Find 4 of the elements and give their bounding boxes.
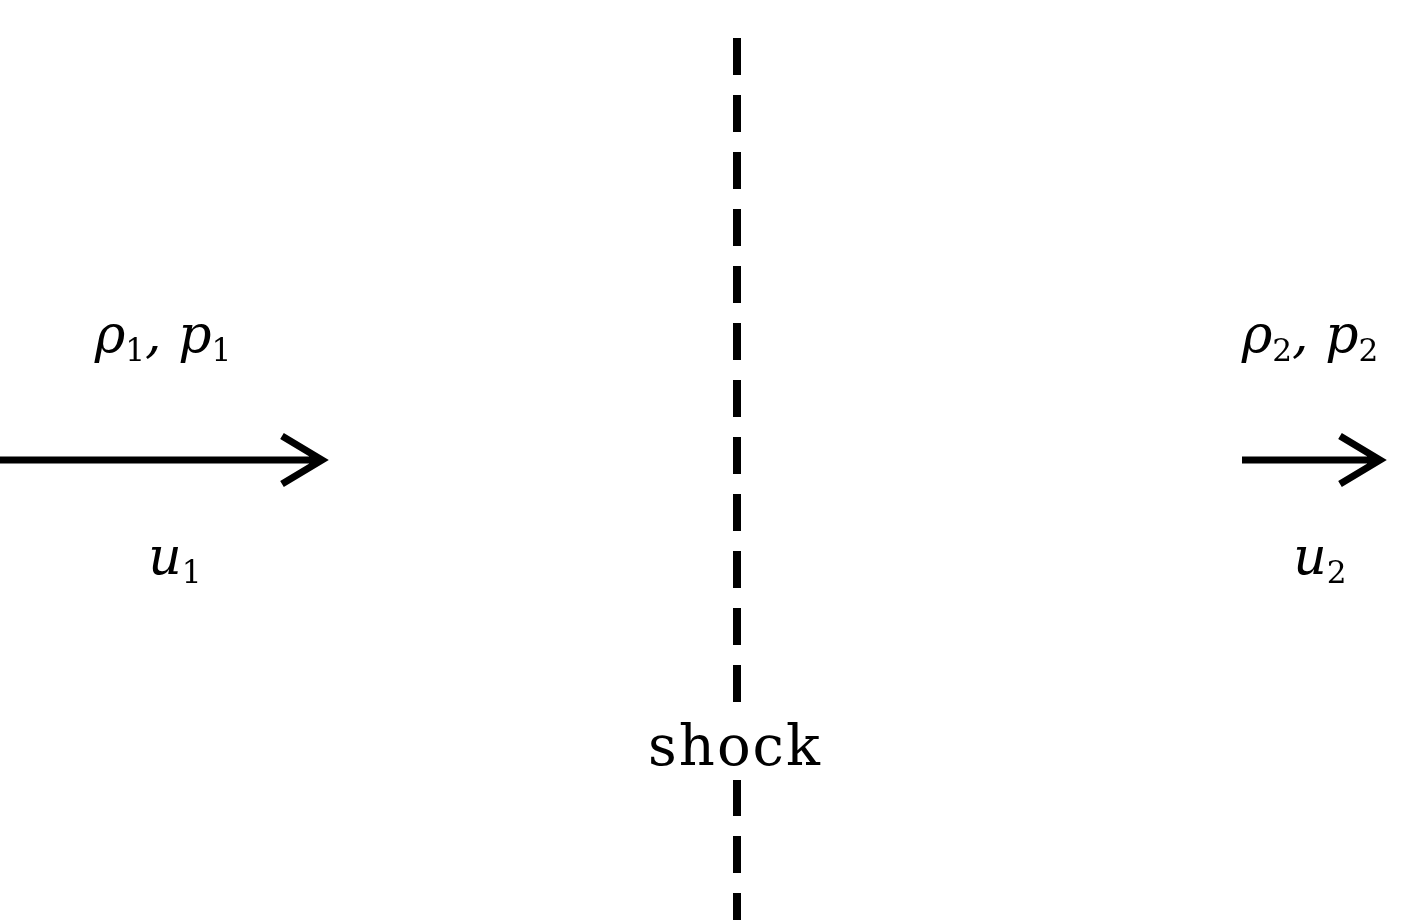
velocity-label: u$_{2}$ <box>1293 530 1347 589</box>
density-pressure-label: ρ$_{1}$, p$_{1}$ <box>94 308 232 367</box>
velocity-label: u$_{1}$ <box>148 530 202 589</box>
density-pressure-label: ρ$_{2}$, p$_{2}$ <box>1241 308 1379 367</box>
